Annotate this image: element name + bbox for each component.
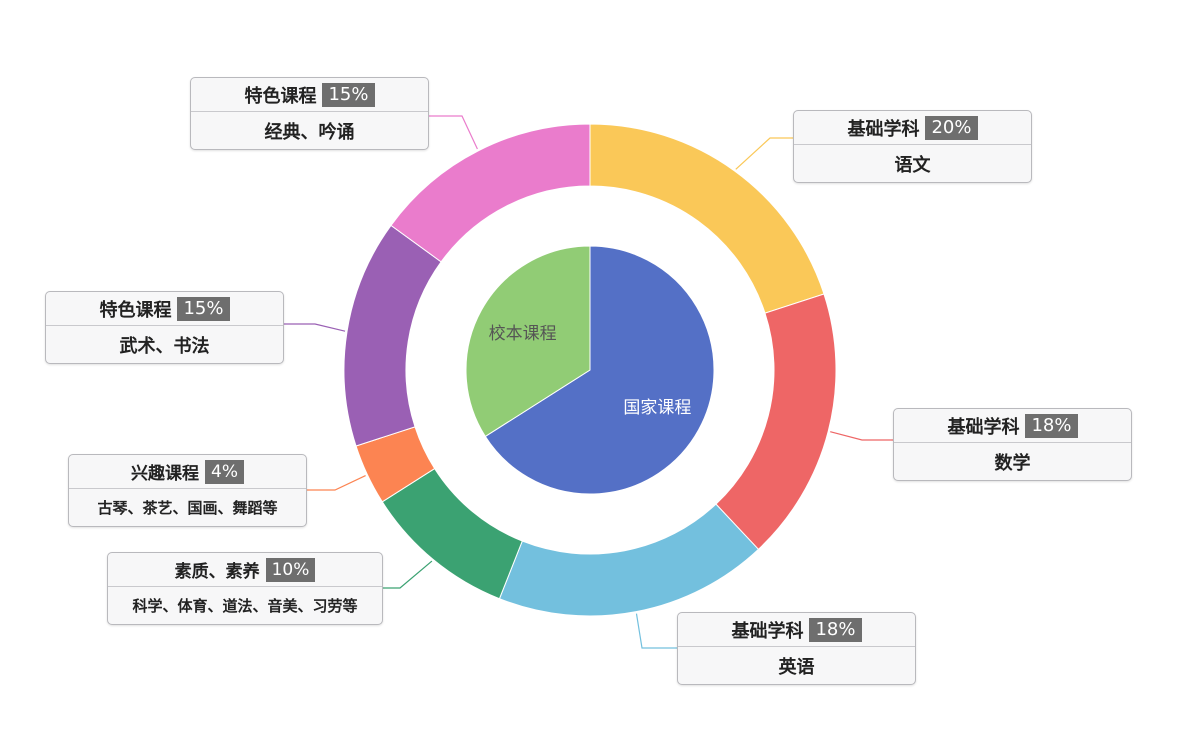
leader-line-1 [830,431,893,441]
callout-jingdian: 特色课程 15% 经典、吟诵 [190,77,429,150]
ring-slice-5 [343,224,442,447]
leader-line-2 [635,613,677,649]
callout-percent: 10% [265,557,316,582]
leader-line-5 [284,323,346,332]
callout-yuwen: 基础学科 20% 语文 [793,110,1032,183]
callout-percent: 18% [1025,413,1078,438]
callout-desc: 语文 [894,154,931,176]
callout-category: 特色课程 [99,299,172,321]
callout-desc: 古琴、茶艺、国画、舞蹈等 [97,499,278,518]
callout-desc: 武术、书法 [119,335,210,357]
inner-slice-label-0: 国家课程 [623,398,691,418]
ring-slice-1 [715,293,837,551]
callout-percent: 20% [925,115,978,140]
callout-yingyu: 基础学科 18% 英语 [677,612,916,685]
callout-category: 特色课程 [244,85,317,107]
callout-category: 兴趣课程 [131,464,199,485]
callout-wushu: 特色课程 15% 武术、书法 [45,291,284,364]
callout-category: 基础学科 [731,620,804,642]
callout-percent: 18% [809,617,862,642]
callout-category: 素质、素养 [174,562,260,583]
callout-shuxue: 基础学科 18% 数学 [893,408,1132,481]
ring-slice-2 [498,503,760,617]
callout-percent: 15% [177,296,230,321]
callout-category: 基础学科 [847,118,920,140]
leader-line-0 [735,137,793,170]
callout-suzhi: 素质、素养 10% 科学、体育、道法、音美、习劳等 [107,552,383,625]
leader-line-4 [307,475,366,491]
inner-slice-label-1: 校本课程 [489,324,557,344]
callout-category: 基础学科 [947,416,1020,438]
leader-line-6 [429,115,478,150]
inner-slice-0 [484,245,715,495]
inner-slice-1 [465,245,591,438]
callout-percent: 15% [322,82,375,107]
callout-desc: 经典、吟诵 [264,121,355,143]
leader-line-3 [383,560,433,589]
callout-percent: 4% [205,459,244,484]
callout-desc: 科学、体育、道法、音美、习劳等 [132,597,358,616]
callout-xingqu: 兴趣课程 4% 古琴、茶艺、国画、舞蹈等 [68,454,307,527]
callout-desc: 英语 [778,656,815,678]
ring-slice-6 [390,123,591,263]
callout-desc: 数学 [994,452,1031,474]
